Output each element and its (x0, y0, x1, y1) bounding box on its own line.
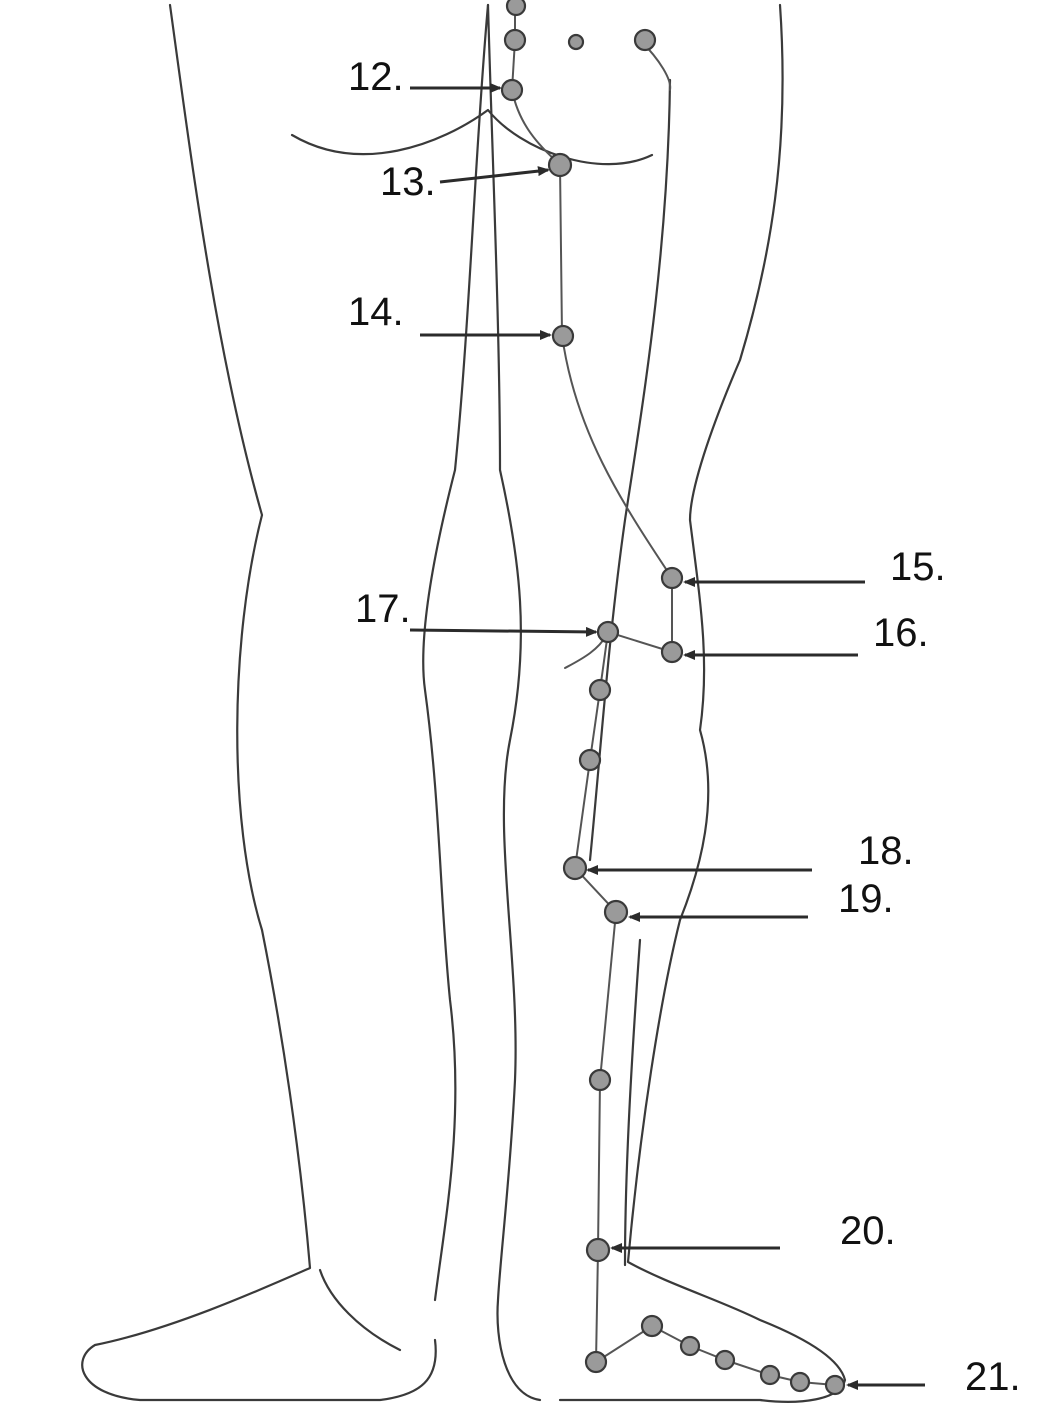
label-12: 12. (348, 55, 404, 99)
acupoint-15 (662, 568, 682, 588)
right-shin-line (590, 80, 670, 860)
label-16: 16. (873, 611, 929, 655)
acupoint-leg-a (590, 680, 610, 700)
acupoint-foot-b (642, 1316, 662, 1336)
meridian-line (512, 5, 835, 1385)
acupoint-foot-f (791, 1373, 809, 1391)
label-19: 19. (838, 877, 894, 921)
acupoint-16 (662, 642, 682, 662)
right-leg-outer-contour (560, 5, 845, 1402)
acupoint-foot-e (761, 1366, 779, 1384)
acupoint-foot-c (681, 1337, 699, 1355)
acupoint-12 (502, 80, 522, 100)
label-15: 15. (890, 545, 946, 589)
acupoint-18 (564, 857, 586, 879)
acupoint-top-c (569, 35, 583, 49)
acupoint-leg-b (580, 750, 600, 770)
label-20: 20. (840, 1209, 896, 1253)
acupoint-top-b (505, 30, 525, 50)
acupoint-top-d (635, 30, 655, 50)
acupoint-13 (549, 154, 571, 176)
acupoint-leg-c (590, 1070, 610, 1090)
acupoint-14 (553, 326, 573, 346)
arrow-17 (410, 630, 596, 632)
label-17: 17. (355, 587, 411, 631)
label-21: 21. (965, 1355, 1021, 1399)
label-14: 14. (348, 290, 404, 334)
acupoint-foot-d (716, 1351, 734, 1369)
label-13: 13. (380, 160, 436, 204)
acupoint-foot-a (586, 1352, 606, 1372)
groin-curve (292, 110, 652, 164)
acupoint-top-a (507, 0, 525, 15)
left-leg-outer-contour (82, 5, 436, 1400)
acupoint-20 (587, 1239, 609, 1261)
left-ankle-detail (320, 1270, 400, 1350)
right-leg-inner-contour (488, 5, 540, 1400)
acupoint-19 (605, 901, 627, 923)
acupoint-21 (826, 1376, 844, 1394)
acupoint-17 (598, 622, 618, 642)
label-18: 18. (858, 829, 914, 873)
